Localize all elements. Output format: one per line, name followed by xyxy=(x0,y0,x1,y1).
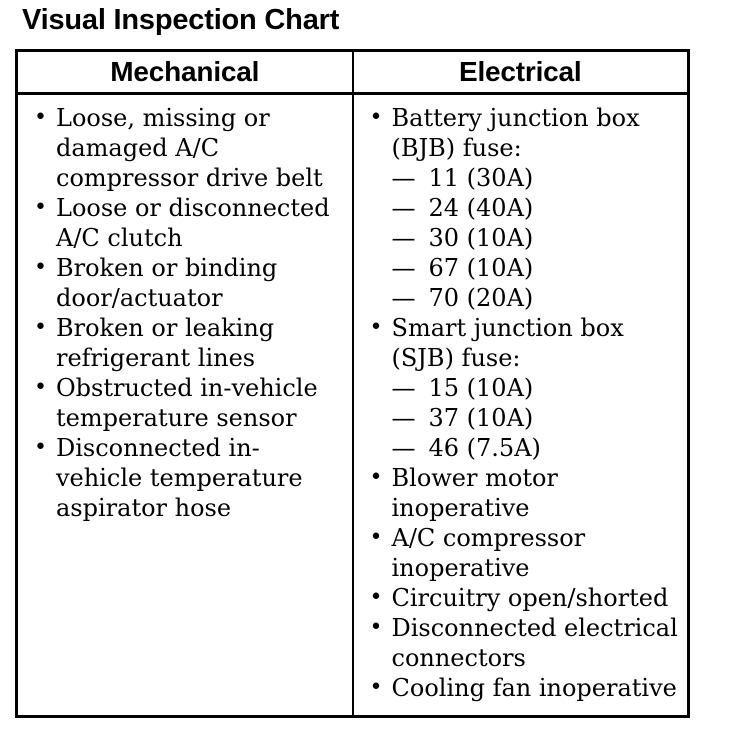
bullet-icon: • xyxy=(369,615,383,640)
bullet-icon: • xyxy=(34,375,47,400)
dash-icon: — xyxy=(391,374,416,402)
list-item: • Loose or disconnected A/C clutch xyxy=(34,193,344,253)
bullet-icon: • xyxy=(34,105,47,130)
list-item: • Battery junction box (BJB) fuse: xyxy=(370,103,680,163)
sub-item-text: 37 (10A) xyxy=(428,404,534,432)
sub-item: — 67 (10A) xyxy=(392,253,680,283)
item-text: Battery junction box (BJB) fuse: xyxy=(391,104,640,162)
visual-inspection-table: Mechanical Electrical • Loose, missing o… xyxy=(15,49,690,718)
list-item: • Broken or leaking refrigerant lines xyxy=(34,313,344,373)
item-text: Broken or binding door/actuator xyxy=(56,254,278,312)
bullet-icon: • xyxy=(34,255,47,280)
item-text: Broken or leaking refrigerant lines xyxy=(56,314,275,372)
column-header-mechanical: Mechanical xyxy=(110,56,260,87)
list-item: • Broken or binding door/actuator xyxy=(34,253,344,313)
item-text: Loose or disconnected A/C clutch xyxy=(56,194,330,252)
sub-item: — 15 (10A) xyxy=(392,373,680,403)
item-text: Obstructed in-vehicle temperature sensor xyxy=(56,374,318,432)
item-text: Disconnected in-vehicle temperature aspi… xyxy=(56,434,303,522)
list-item: • Disconnected electrical connectors xyxy=(370,613,680,673)
bullet-icon: • xyxy=(369,525,383,550)
page-title: Visual Inspection Chart xyxy=(22,4,340,36)
sub-item: — 11 (30A) xyxy=(392,163,680,193)
dash-icon: — xyxy=(391,194,416,222)
sub-item-text: 46 (7.5A) xyxy=(428,434,541,462)
bullet-icon: • xyxy=(34,315,47,340)
item-text: Loose, missing or damaged A/C compressor… xyxy=(56,104,323,192)
item-text: Cooling fan inoperative xyxy=(391,674,677,702)
item-text: A/C compressor inoperative xyxy=(391,524,586,582)
sub-item-text: 70 (20A) xyxy=(428,284,534,312)
bullet-icon: • xyxy=(369,585,383,610)
sub-item: — 70 (20A) xyxy=(392,283,680,313)
sub-item: — 30 (10A) xyxy=(392,223,680,253)
dash-icon: — xyxy=(391,284,416,312)
dash-icon: — xyxy=(391,254,416,282)
list-item: • Circuitry open/shorted xyxy=(370,583,680,613)
list-item: • Smart junction box (SJB) fuse: xyxy=(370,313,680,373)
sub-item: — 46 (7.5A) xyxy=(392,433,680,463)
table-header-row: Mechanical Electrical xyxy=(18,52,687,95)
sub-item-text: 15 (10A) xyxy=(428,374,534,402)
mechanical-cell: • Loose, missing or damaged A/C compress… xyxy=(18,95,352,715)
column-header-electrical: Electrical xyxy=(351,52,688,92)
bullet-icon: • xyxy=(34,435,47,460)
bullet-icon: • xyxy=(34,195,47,220)
list-item: • Obstructed in-vehicle temperature sens… xyxy=(34,373,344,433)
dash-icon: — xyxy=(391,164,416,192)
bullet-icon: • xyxy=(369,315,383,340)
item-text: Blower motor inoperative xyxy=(391,464,558,522)
sub-item-text: 30 (10A) xyxy=(428,224,534,252)
list-item: • Loose, missing or damaged A/C compress… xyxy=(34,103,344,193)
list-item: • Blower motor inoperative xyxy=(370,463,680,523)
bullet-icon: • xyxy=(369,465,383,490)
item-text: Smart junction box (SJB) fuse: xyxy=(391,314,624,372)
list-item: • Cooling fan inoperative xyxy=(370,673,680,703)
sub-item: — 37 (10A) xyxy=(392,403,680,433)
bullet-icon: • xyxy=(369,105,383,130)
dash-icon: — xyxy=(391,224,416,252)
sub-item-text: 11 (30A) xyxy=(428,164,534,192)
table-body-row: • Loose, missing or damaged A/C compress… xyxy=(18,95,687,715)
sub-item-text: 24 (40A) xyxy=(428,194,534,222)
electrical-cell: • Battery junction box (BJB) fuse: — 11 … xyxy=(351,95,688,715)
dash-icon: — xyxy=(391,434,416,462)
dash-icon: — xyxy=(391,404,416,432)
item-text: Disconnected electrical connectors xyxy=(391,614,678,672)
list-item: • A/C compressor inoperative xyxy=(370,523,680,583)
sub-item-text: 67 (10A) xyxy=(428,254,534,282)
bullet-icon: • xyxy=(369,675,383,700)
sub-item: — 24 (40A) xyxy=(392,193,680,223)
item-text: Circuitry open/shorted xyxy=(391,584,669,612)
list-item: • Disconnected in-vehicle temperature as… xyxy=(34,433,344,523)
